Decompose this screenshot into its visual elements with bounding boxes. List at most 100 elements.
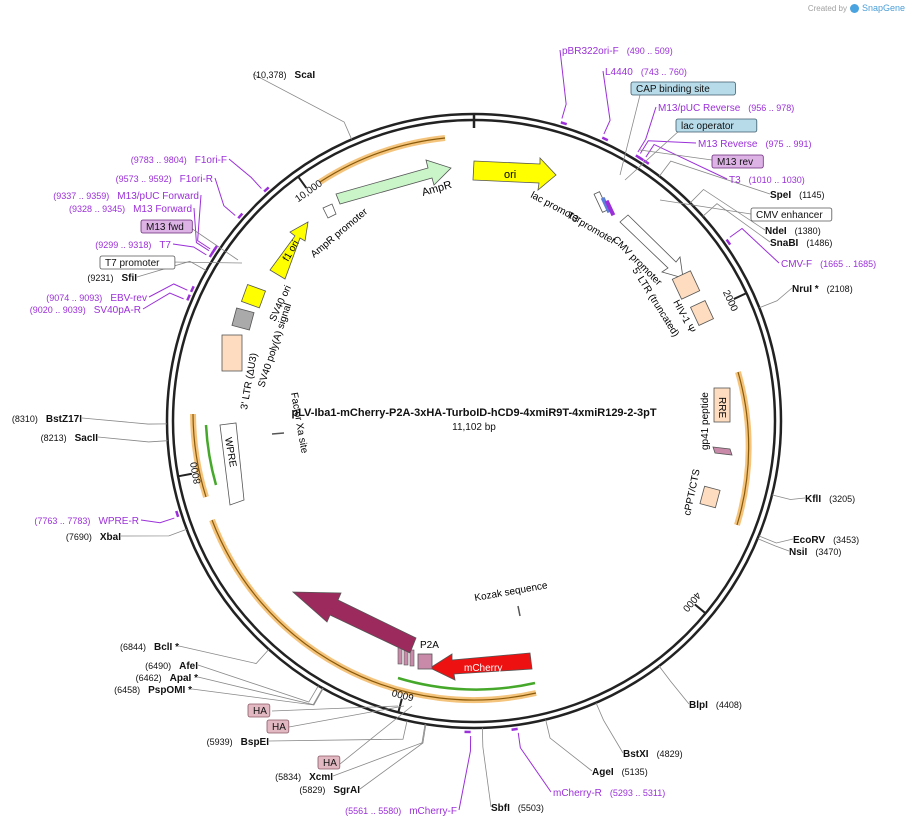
mcherry-label: mCherry <box>464 663 502 674</box>
primer-leader-line <box>517 732 552 793</box>
ltr5-box <box>671 270 701 300</box>
hiv-psi-box <box>689 300 715 326</box>
enzyme-label: EcoRV(3453) <box>793 535 859 546</box>
primer-label: (9020 .. 9039)SV40pA-R <box>30 305 141 316</box>
primer-label: (9337 .. 9359)M13/pUC Forward <box>53 191 199 202</box>
primer-leader-line <box>458 735 472 811</box>
kozak-label: Kozak sequence <box>474 580 549 604</box>
enzyme-leader-line <box>658 160 771 195</box>
enzyme-label: (6458)PspOMI * <box>114 685 192 696</box>
primer-leader-line <box>214 177 236 216</box>
enzyme-label: SnaBI(1486) <box>770 238 832 249</box>
primer-mark <box>511 727 518 731</box>
primer-label: (9074 .. 9093)EBV-rev <box>46 293 147 304</box>
orange-highlight-arcs <box>190 135 752 703</box>
f1ori-label: f1 ori <box>281 239 302 264</box>
boxed-label-background <box>675 118 758 133</box>
enzyme-leader-line <box>332 724 426 777</box>
primer-mark <box>263 186 270 193</box>
tick-mark <box>694 603 707 615</box>
wpre-box <box>219 422 245 506</box>
primer-mark <box>601 136 609 142</box>
primer-label: (5561 .. 5580)mCherry-F <box>345 806 457 817</box>
enzyme-leader-line <box>268 720 408 742</box>
enzyme-leader-line <box>97 436 168 443</box>
enzyme-leader-line <box>689 188 766 231</box>
primer-label: mCherry-R(5293 .. 5311) <box>553 788 665 799</box>
factor-xa-label: Factor Xa site <box>288 392 310 455</box>
primer-mark <box>725 238 732 246</box>
primer-mark <box>189 285 195 293</box>
box-leader-line <box>187 225 239 261</box>
gp41-label: gp41 peptide <box>700 392 711 450</box>
boxed-label-background <box>317 755 341 770</box>
created-by-text: Created by <box>807 3 847 13</box>
boxed-label-text: M13 rev <box>717 157 753 168</box>
enzyme-leader-line <box>178 645 270 664</box>
primer-leader-line <box>142 292 184 310</box>
enzyme-leader-line <box>197 676 323 706</box>
enzyme-label: SbfI(5503) <box>491 803 544 814</box>
ampr-promoter-arrow <box>322 203 337 219</box>
sv40-ori-box <box>240 283 266 309</box>
enzyme-label: (8310)BstZ17I <box>12 414 82 425</box>
primer-label: pBR322ori-F(490 .. 509) <box>562 46 673 57</box>
enzyme-leader-line <box>359 724 427 790</box>
primer-mark <box>186 294 191 301</box>
ampr-promoter-label: AmpR promoter <box>309 206 371 260</box>
ha-tag-3 <box>397 647 403 665</box>
tick-mark <box>397 698 403 713</box>
enzyme-label: (6462)ApaI * <box>136 673 198 684</box>
f1ori-arrow <box>269 221 309 280</box>
boxed-label-background <box>630 81 736 96</box>
p2a-box <box>417 653 433 670</box>
enzyme-label: BlpI(4408) <box>689 700 742 711</box>
boxed-label-background <box>711 154 764 169</box>
primer-leader-line <box>729 227 780 264</box>
tick-mark <box>177 472 193 478</box>
primer-leader-line <box>639 140 697 154</box>
enzyme-leader-line <box>545 719 593 772</box>
features: AmpR AmpR promoter ori f1 ori SV40 ori S… <box>219 156 733 681</box>
boxed-label-background <box>247 703 271 718</box>
boxed-label-background <box>140 219 193 234</box>
primer-mark <box>237 212 244 219</box>
box-leader-line <box>639 149 713 161</box>
boxed-label-background <box>99 255 176 270</box>
enzyme-label: (6490)AfeI <box>145 661 198 672</box>
primer-leader-line <box>172 243 207 256</box>
ha-tag-1 <box>409 649 415 667</box>
enzyme-label: NruI *(2108) <box>792 284 853 295</box>
rre-label: RRE <box>716 397 727 418</box>
kozak-mark <box>517 605 521 617</box>
primer-label: (9328 .. 9345)M13 Forward <box>69 204 192 215</box>
enzyme-label: (5939)BspEI <box>207 737 270 748</box>
boxed-label-background <box>266 719 290 734</box>
primer-mark <box>637 155 645 162</box>
tick-label: 10,000 <box>293 178 325 205</box>
enzyme-leader-line <box>595 702 624 754</box>
rre-box <box>713 387 731 423</box>
box-leader-line <box>169 261 243 264</box>
box-leader-line <box>624 129 681 181</box>
primer-mark <box>212 245 218 252</box>
enzyme-leader-line <box>252 73 353 140</box>
boxed-label-text: HA <box>323 758 337 769</box>
enzyme-leader-line <box>120 528 187 537</box>
cmv-promoter-arrow <box>619 214 684 279</box>
primer-leader-line <box>140 517 175 524</box>
ltr3-box <box>221 334 243 372</box>
primer-leader-line <box>148 283 188 298</box>
enzyme-leader-line <box>771 494 806 500</box>
ampr-label: AmpR <box>421 179 454 199</box>
enzyme-leader-line <box>758 535 794 544</box>
cppt-label: cPPT/CTS <box>682 468 703 517</box>
box-leader-line <box>339 705 413 765</box>
primer-leader-line <box>637 106 657 153</box>
enzyme-label: AgeI(5135) <box>592 767 648 778</box>
turboid-arrow <box>291 591 417 654</box>
primer-mark <box>175 510 180 518</box>
enzyme-label: (10,378)ScaI <box>253 70 315 81</box>
wpre-label: WPRE <box>222 437 238 469</box>
enzyme-sites: (10,378)ScaISpeI(1145)NdeI(1380)SnaBI(14… <box>12 70 859 814</box>
